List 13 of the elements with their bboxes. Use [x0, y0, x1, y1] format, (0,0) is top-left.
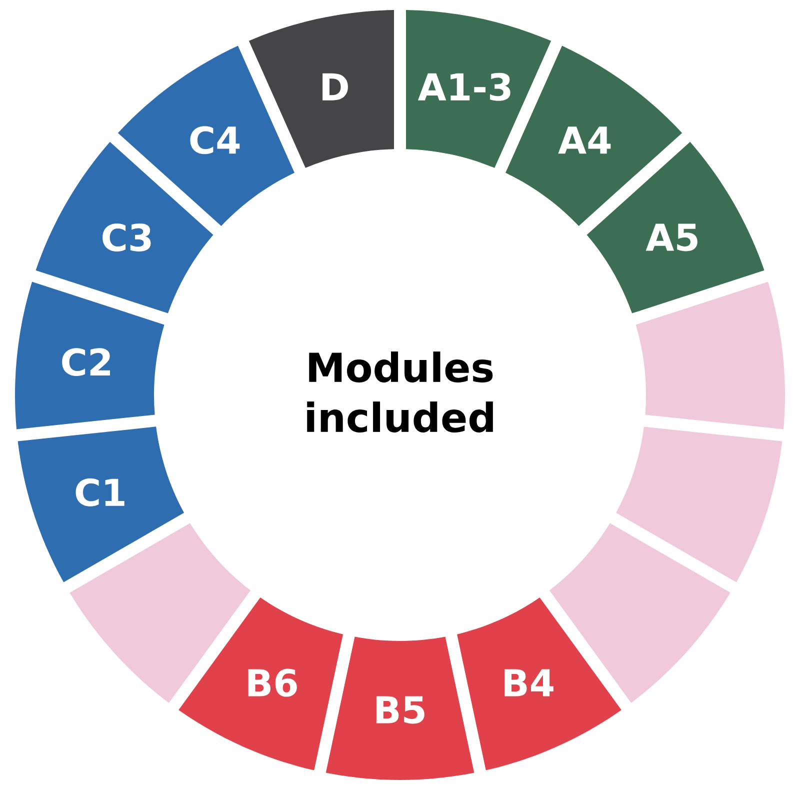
ring-segment: B5 — [326, 636, 474, 780]
ring-segment: C2 — [15, 282, 164, 430]
ring-segment: B6 — [178, 598, 343, 770]
node-label: C3 — [102, 224, 151, 252]
title: Modules included — [307, 352, 493, 432]
node-label: B5 — [376, 696, 424, 724]
node-label: C2 — [62, 348, 110, 376]
ring-segment: B4 — [457, 598, 622, 770]
ring-segment — [616, 426, 782, 582]
ring-segment: C1 — [18, 426, 184, 582]
ring-segment: A1-3 — [406, 10, 552, 168]
ring-segment — [636, 282, 785, 430]
ring-segment: D — [248, 10, 394, 168]
